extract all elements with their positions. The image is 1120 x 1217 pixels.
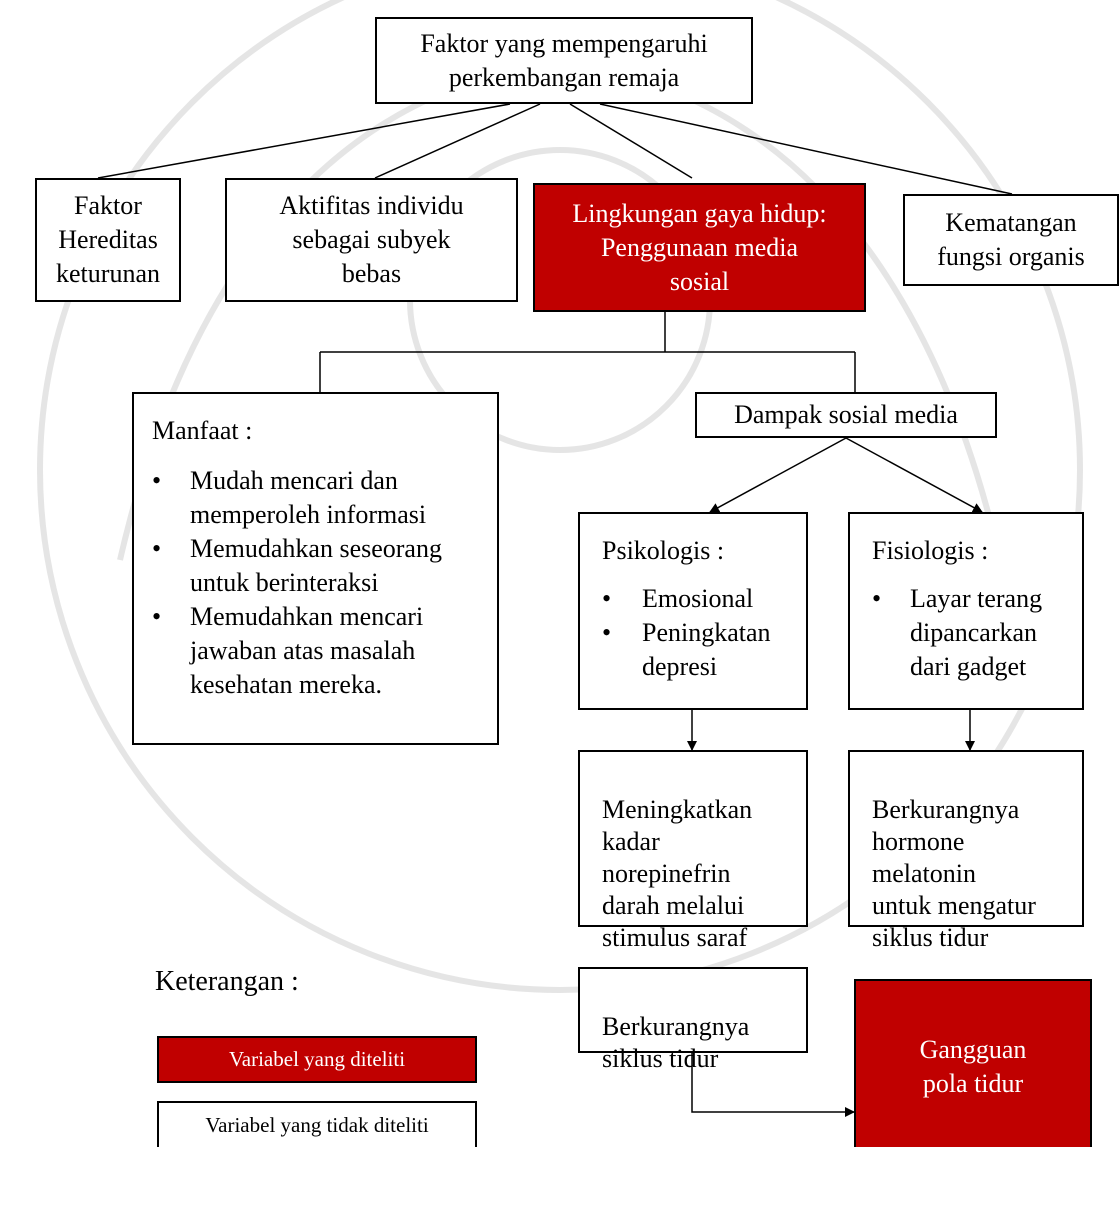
factor-box-aktifitas: Aktifitas individu sebagai subyek bebas (225, 178, 518, 302)
connector-lines (97, 103, 1013, 1117)
gangguan-sub-label: (Kualitas Tidur) (889, 1151, 1057, 1180)
factor-box-kematangan: Kematangan fungsi organis (903, 194, 1119, 286)
top-factor-box: Faktor yang mempengaruhi perkembangan re… (375, 17, 753, 104)
factor-label-media-sosial: Lingkungan gaya hidup: Penggunaan media … (572, 198, 827, 296)
top-factor-label: Faktor yang mempengaruhi perkembangan re… (420, 28, 708, 92)
factor-label-hereditas: Faktor Hereditas keturunan (56, 191, 160, 288)
legend-not-studied-label: Variabel yang tidak diteliti (205, 1112, 429, 1137)
gangguan-box: Gangguan pola tidur (Kualitas Tidur) (854, 979, 1092, 1180)
list-item: Mudah mencari dan memperoleh informasi (152, 464, 477, 532)
psikologis-box: Psikologis : Emosional Peningkatan depre… (578, 512, 808, 710)
norepinefrin-box: Meningkatkan kadar norepinefrin darah me… (578, 750, 808, 952)
psikologis-heading: Psikologis : (602, 536, 725, 565)
factor-label-aktifitas: Aktifitas individu sebagai subyek bebas (279, 191, 464, 288)
fisiologis-list: Layar terang dipancarkan dari gadget (872, 582, 1066, 684)
siklus-label: Berkurangnya siklus tidur (602, 1012, 750, 1073)
list-item: Memudahkan mencari jawaban atas masalah … (152, 600, 477, 702)
norepinefrin-label: Meningkatkan kadar norepinefrin darah me… (602, 795, 753, 952)
factor-label-kematangan: Kematangan fungsi organis (937, 208, 1085, 271)
fisiologis-heading: Fisiologis : (872, 536, 989, 565)
psikologis-list: Emosional Peningkatan depresi (602, 582, 790, 684)
list-item: Layar terang dipancarkan dari gadget (872, 582, 1066, 684)
manfaat-heading: Manfaat : (152, 416, 253, 445)
fisiologis-box: Fisiologis : Layar terang dipancarkan da… (848, 512, 1084, 710)
dampak-label: Dampak sosial media (734, 400, 958, 429)
melatonin-box: Berkurangnya hormone melatonin untuk men… (848, 750, 1084, 952)
legend-studied: Variabel yang diteliti (157, 1036, 477, 1083)
legend-title: Keterangan : (155, 966, 299, 997)
melatonin-label: Berkurangnya hormone melatonin untuk men… (872, 795, 1036, 952)
dampak-box: Dampak sosial media (695, 392, 997, 438)
manfaat-list: Mudah mencari dan memperoleh informasi M… (152, 464, 477, 702)
siklus-box: Berkurangnya siklus tidur (578, 967, 808, 1073)
manfaat-box: Manfaat : Mudah mencari dan memperoleh i… (132, 392, 499, 745)
list-item: Memudahkan seseorang untuk berinteraksi (152, 532, 477, 600)
gangguan-label: Gangguan pola tidur (919, 1035, 1027, 1098)
factor-box-hereditas: Faktor Hereditas keturunan (35, 178, 181, 302)
factor-box-media-sosial: Lingkungan gaya hidup: Penggunaan media … (533, 183, 866, 312)
legend-not-studied: Variabel yang tidak diteliti (157, 1101, 477, 1147)
list-item: Emosional (602, 582, 790, 616)
legend-studied-label: Variabel yang diteliti (228, 1047, 406, 1071)
list-item: Peningkatan depresi (602, 616, 790, 684)
